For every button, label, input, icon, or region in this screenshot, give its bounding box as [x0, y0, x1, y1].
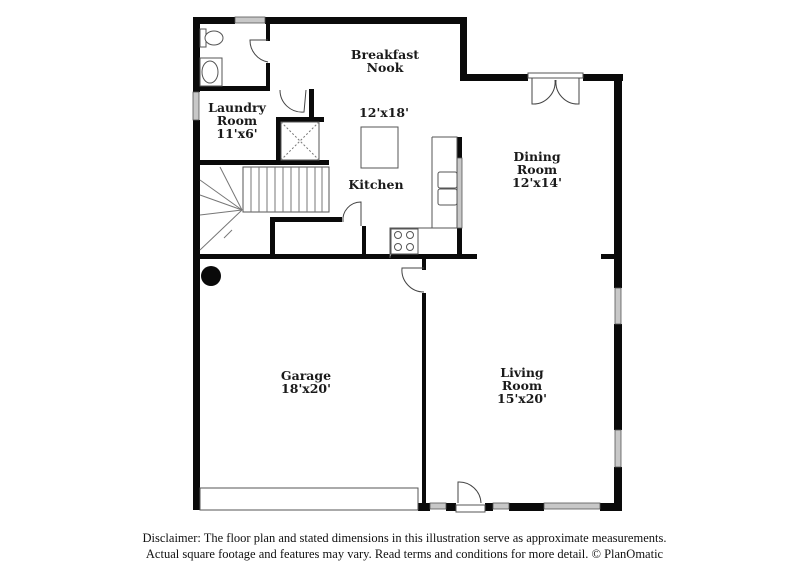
- room-label-kitchen: Kitchen: [348, 177, 404, 192]
- room-label-dining-room: Dining Room 12'x14': [512, 149, 562, 190]
- disclaimer: Disclaimer: The floor plan and stated di…: [0, 530, 809, 562]
- room-label-laundry-room: Laundry Room 11'x6': [208, 100, 266, 141]
- windows: [192, 16, 622, 510]
- room-label-living-room: Living Room 15'x20': [497, 365, 547, 406]
- exterior-walls: [193, 17, 623, 511]
- disclaimer-line-2: Actual square footage and features may v…: [145, 547, 664, 561]
- doors: [199, 39, 584, 513]
- room-label-breakfast-nook: Breakfast Nook: [350, 47, 420, 75]
- disclaimer-line-1: Disclaimer: The floor plan and stated di…: [142, 531, 667, 545]
- room-dimensions-breakfast-nook: 12'x18': [359, 105, 409, 120]
- interior-walls: [193, 17, 615, 509]
- room-label-garage: Garage 18'x20': [280, 368, 332, 396]
- fixtures: [199, 28, 458, 286]
